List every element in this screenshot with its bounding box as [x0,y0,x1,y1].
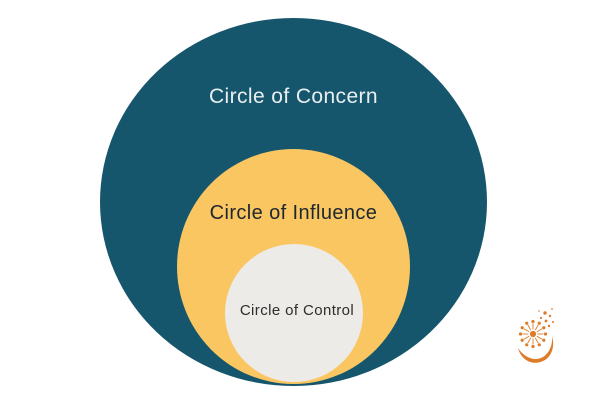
dandelion-spokes [522,323,544,345]
dandelion-seed-dots [518,319,548,349]
circle-of-control [225,244,363,382]
circle-of-control-label: Circle of Control [239,302,355,319]
dandelion-floating-seeds [538,308,554,328]
dandelion-head-center [529,330,537,338]
dandelion-icon [518,308,554,363]
circle-of-concern-label: Circle of Concern [208,85,379,108]
circle-of-influence-label: Circle of Influence [209,202,378,224]
dandelion-stem [518,336,554,363]
